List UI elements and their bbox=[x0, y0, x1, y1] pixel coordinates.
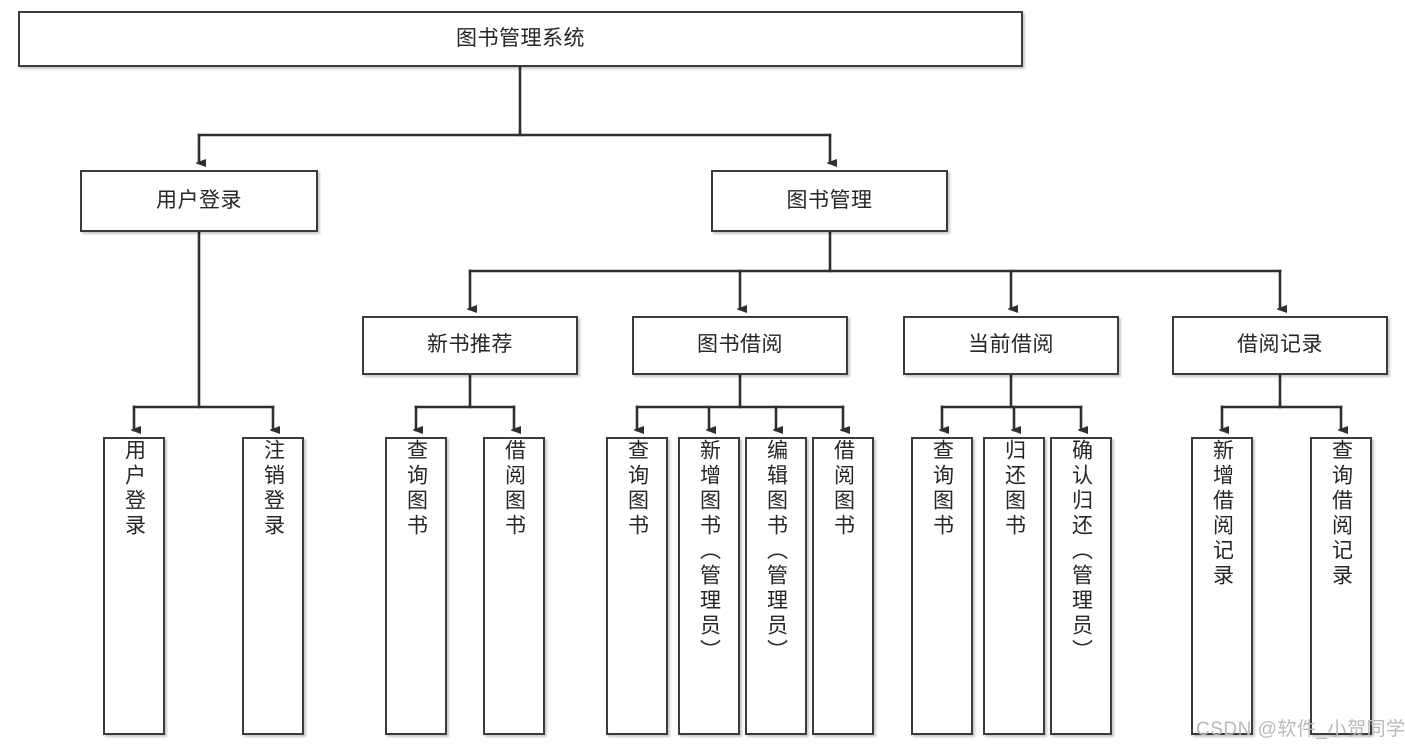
leaf-borrow-book-label: 借阅图书 bbox=[831, 439, 855, 539]
leaf-user-login[interactable]: 用户登录 bbox=[103, 437, 165, 735]
node-book-management-label: 图书管理 bbox=[786, 188, 873, 212]
leaf-query-borrow-record[interactable]: 查询借阅记录 bbox=[1310, 437, 1372, 735]
leaf-logout-label: 注销登录 bbox=[261, 439, 285, 539]
node-book-management[interactable]: 图书管理 bbox=[711, 170, 948, 232]
leaf-confirm-return-admin-label: 确认归还（管理员） bbox=[1069, 439, 1093, 664]
leaf-user-login-label: 用户登录 bbox=[122, 439, 146, 539]
node-root[interactable]: 图书管理系统 bbox=[18, 11, 1023, 67]
leaf-add-book-admin[interactable]: 新增图书（管理员） bbox=[678, 437, 740, 735]
node-book-borrow-label: 图书借阅 bbox=[697, 333, 783, 357]
node-borrow-record[interactable]: 借阅记录 bbox=[1172, 316, 1388, 375]
node-new-book-recommend[interactable]: 新书推荐 bbox=[362, 316, 578, 375]
leaf-borrow-book-newbook-label: 借阅图书 bbox=[502, 439, 526, 539]
leaf-borrow-book[interactable]: 借阅图书 bbox=[812, 437, 874, 735]
leaf-query-book-borrow[interactable]: 查询图书 bbox=[606, 437, 668, 735]
leaf-query-book-current[interactable]: 查询图书 bbox=[911, 437, 973, 735]
node-book-borrow[interactable]: 图书借阅 bbox=[632, 316, 848, 375]
leaf-confirm-return-admin[interactable]: 确认归还（管理员） bbox=[1050, 437, 1112, 735]
leaf-return-book-label: 归还图书 bbox=[1002, 439, 1026, 539]
leaf-query-book-borrow-label: 查询图书 bbox=[625, 439, 649, 539]
node-root-label: 图书管理系统 bbox=[456, 26, 585, 50]
leaf-query-book-newbook[interactable]: 查询图书 bbox=[385, 437, 447, 735]
leaf-logout[interactable]: 注销登录 bbox=[242, 437, 304, 735]
node-new-book-recommend-label: 新书推荐 bbox=[427, 333, 513, 357]
node-user-login-label: 用户登录 bbox=[156, 188, 242, 212]
leaf-return-book[interactable]: 归还图书 bbox=[983, 437, 1045, 735]
leaf-edit-book-admin-label: 编辑图书（管理员） bbox=[764, 439, 788, 664]
leaf-add-borrow-record-label: 新增借阅记录 bbox=[1210, 439, 1234, 589]
node-current-borrow[interactable]: 当前借阅 bbox=[903, 316, 1119, 375]
leaf-query-book-newbook-label: 查询图书 bbox=[404, 439, 428, 539]
leaf-add-borrow-record[interactable]: 新增借阅记录 bbox=[1191, 437, 1253, 735]
leaf-edit-book-admin[interactable]: 编辑图书（管理员） bbox=[745, 437, 807, 735]
csdn-watermark: CSDN @软件_小贺同学 bbox=[1196, 719, 1405, 740]
node-current-borrow-label: 当前借阅 bbox=[968, 333, 1054, 357]
leaf-query-borrow-record-label: 查询借阅记录 bbox=[1329, 439, 1353, 589]
node-borrow-record-label: 借阅记录 bbox=[1237, 333, 1323, 357]
node-user-login[interactable]: 用户登录 bbox=[80, 170, 318, 232]
leaf-add-book-admin-label: 新增图书（管理员） bbox=[697, 439, 721, 664]
leaf-borrow-book-newbook[interactable]: 借阅图书 bbox=[483, 437, 545, 735]
leaf-query-book-current-label: 查询图书 bbox=[930, 439, 954, 539]
